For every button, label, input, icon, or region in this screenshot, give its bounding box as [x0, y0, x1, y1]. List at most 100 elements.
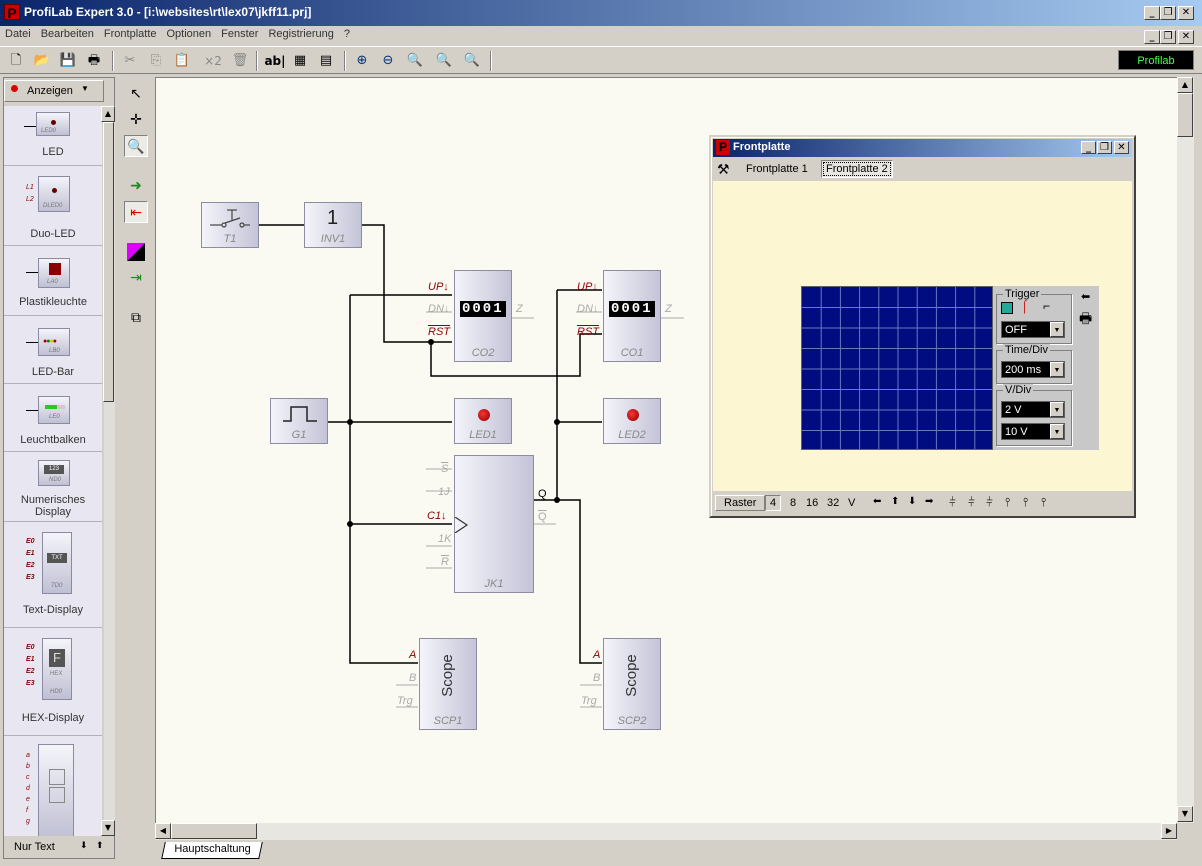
move-left-icon[interactable]: ⬅: [873, 496, 882, 507]
scope-print-icon[interactable]: 🖶: [1079, 310, 1093, 326]
menu-frontplatte[interactable]: Frontplatte: [103, 28, 157, 40]
move-down-icon[interactable]: ⬇: [908, 496, 917, 507]
restore-icon[interactable]: ❐: [1160, 6, 1176, 20]
zoom-icon[interactable]: 🔍: [406, 53, 424, 68]
trigger-select[interactable]: OFF▼: [1001, 321, 1065, 338]
text-only-toggle[interactable]: Nur Text: [14, 841, 55, 853]
palette-scrollbar[interactable]: ▲ ▼: [101, 106, 115, 836]
align-bottom-icon[interactable]: ⫩: [986, 495, 993, 509]
scope-scp2[interactable]: Scope SCP2: [603, 638, 661, 730]
rising-edge-icon[interactable]: ⌠: [1021, 299, 1029, 313]
minimize-icon[interactable]: _: [1144, 6, 1160, 20]
palette-item-hex-display[interactable]: E0 E1 E2 E3 F HEX HD0 HEX-Display: [4, 628, 102, 736]
pushbutton-t1[interactable]: T1: [201, 202, 259, 248]
move-up-icon[interactable]: ⬆: [891, 496, 900, 507]
duplicate-x2-button[interactable]: ×2: [204, 54, 222, 68]
counter-co1[interactable]: 0001 CO1: [603, 270, 661, 362]
timediv-select[interactable]: 200 ms▼: [1001, 361, 1065, 378]
scroll-right-icon[interactable]: ▶: [1161, 823, 1177, 839]
grid-size-4[interactable]: 4: [765, 495, 782, 511]
print-icon[interactable]: 🖶: [87, 53, 101, 68]
delete-icon[interactable]: 🗑: [231, 53, 249, 68]
scroll-down-icon[interactable]: ▼: [1177, 806, 1193, 822]
arrow-down-icon[interactable]: ⬇: [80, 840, 88, 850]
menu-bearbeiten[interactable]: Bearbeiten: [40, 28, 94, 40]
hilo-icon[interactable]: [124, 241, 148, 263]
frontplatte-window[interactable]: P Frontplatte _ ❐ ✕ ⚒ Frontplatte 1 Fron…: [709, 135, 1136, 518]
zoom-in-icon[interactable]: ⊕: [356, 53, 368, 68]
zoom-tool-icon[interactable]: 🔍: [124, 135, 148, 157]
run-icon[interactable]: ➜: [130, 178, 142, 194]
save-icon[interactable]: 💾: [59, 53, 77, 68]
scroll-up-icon[interactable]: ▲: [1177, 77, 1193, 93]
restore-icon[interactable]: ❐: [1097, 141, 1112, 154]
inverter-inv1[interactable]: 1 INV1: [304, 202, 362, 248]
scroll-thumb[interactable]: [103, 122, 114, 402]
align-left-icon[interactable]: ⫯: [1005, 495, 1011, 509]
palette-item-text-display[interactable]: E0 E1 E2 E3 TXT TD0 Text-Display: [4, 522, 102, 628]
window-switch-icon[interactable]: ⧉: [131, 310, 141, 326]
scroll-left-icon[interactable]: ◀: [155, 823, 171, 839]
new-file-icon[interactable]: 🗋: [10, 53, 22, 68]
raster-button[interactable]: Raster: [715, 495, 766, 511]
open-folder-icon[interactable]: 📂: [33, 53, 51, 68]
cut-icon[interactable]: ✂: [124, 53, 136, 68]
palette-item-numeric-display[interactable]: 123 ND0 Numerisches Display: [4, 452, 102, 522]
grid-size-v[interactable]: V: [848, 497, 856, 509]
vdiv-a-select[interactable]: 2 V▼: [1001, 401, 1065, 418]
category-dropdown[interactable]: Anzeigen ▼: [4, 80, 104, 102]
counter-co2[interactable]: 0001 CO2: [454, 270, 512, 362]
tools-icon[interactable]: ⚒: [717, 161, 730, 177]
mdi-restore-icon[interactable]: ❐: [1160, 30, 1176, 44]
scroll-up-icon[interactable]: ▲: [101, 106, 115, 122]
page-icon[interactable]: ▤: [319, 53, 333, 68]
arrow-up-icon[interactable]: ⬆: [96, 840, 104, 850]
palette-item-duo-led[interactable]: L1 L2 DLED0 Duo-LED: [4, 166, 102, 246]
frontplatte-title-bar[interactable]: P Frontplatte _ ❐ ✕: [713, 139, 1132, 157]
tab-frontplatte-2[interactable]: Frontplatte 2: [821, 160, 893, 178]
menu-datei[interactable]: Datei: [5, 28, 31, 40]
scope-arrow-left-icon[interactable]: ⬅: [1081, 291, 1091, 303]
zoom-out-icon[interactable]: ⊖: [382, 53, 394, 68]
close-icon[interactable]: ✕: [1114, 141, 1129, 154]
zoom-fit-icon[interactable]: 🔍: [435, 53, 453, 68]
menu-fenster[interactable]: Fenster: [221, 28, 259, 40]
scroll-down-icon[interactable]: ▼: [101, 820, 115, 836]
paste-icon[interactable]: 📋: [173, 53, 191, 68]
grid-size-16[interactable]: 16: [806, 497, 819, 509]
palette-item-led-bar[interactable]: ●●●● LB0 LED-Bar: [4, 316, 102, 384]
palette-item-plastikleuchte[interactable]: LA0 Plastikleuchte: [4, 246, 102, 316]
led-led1[interactable]: LED1: [454, 398, 512, 444]
mdi-minimize-icon[interactable]: _: [1144, 30, 1160, 44]
pointer-icon[interactable]: ↖: [130, 86, 142, 102]
vdiv-b-select[interactable]: 10 V▼: [1001, 423, 1065, 440]
jk-flipflop-jk1[interactable]: JK1: [454, 455, 534, 593]
grid-icon[interactable]: ▦: [293, 53, 307, 68]
tab-hauptschaltung[interactable]: Hauptschaltung: [161, 842, 264, 859]
align-middle-icon[interactable]: ⫩: [968, 495, 975, 509]
stop-icon[interactable]: ⇤: [124, 201, 148, 223]
scope-scp1[interactable]: Scope SCP1: [419, 638, 477, 730]
mdi-close-icon[interactable]: ✕: [1178, 30, 1194, 44]
vertical-scrollbar[interactable]: ▲ ▼: [1177, 77, 1194, 823]
copy-icon[interactable]: ⎘: [150, 53, 162, 68]
close-icon[interactable]: ✕: [1178, 6, 1194, 20]
text-tool-button[interactable]: ab|: [264, 54, 286, 68]
grid-size-32[interactable]: 32: [827, 497, 840, 509]
marker-icon[interactable]: ⇥: [130, 270, 142, 286]
junction-icon[interactable]: ✛: [130, 112, 142, 128]
scroll-thumb[interactable]: [171, 823, 257, 839]
led-led2[interactable]: LED2: [603, 398, 661, 444]
menu-optionen[interactable]: Optionen: [166, 28, 212, 40]
menu-help[interactable]: ?: [343, 28, 350, 40]
horizontal-scrollbar[interactable]: ◀ ▶: [155, 823, 1177, 840]
tab-frontplatte-1[interactable]: Frontplatte 1: [746, 163, 808, 175]
pulse-generator-g1[interactable]: G1: [270, 398, 328, 444]
trigger-mode-icon[interactable]: [1001, 302, 1013, 314]
falling-edge-icon[interactable]: ⌐: [1043, 299, 1051, 313]
zoom-page-icon[interactable]: 🔍: [463, 53, 481, 68]
palette-item-led[interactable]: LED0 LED: [4, 106, 102, 166]
align-right-icon[interactable]: ⫯: [1041, 495, 1047, 509]
align-top-icon[interactable]: ⫩: [949, 495, 956, 509]
